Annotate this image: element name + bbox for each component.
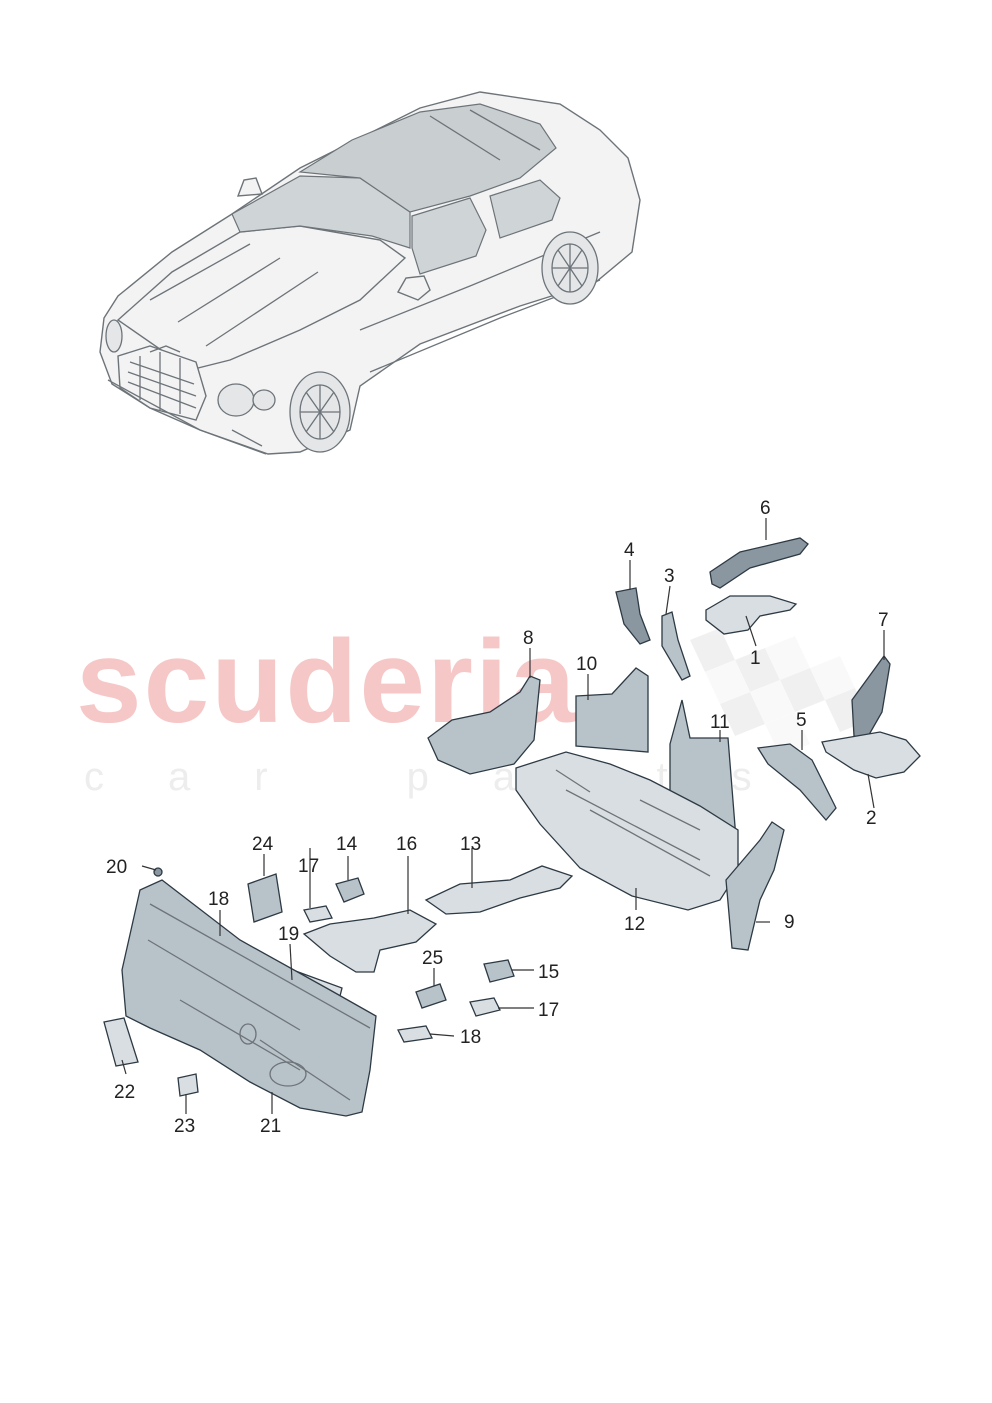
part-21[interactable] xyxy=(121,879,377,1117)
part-24[interactable] xyxy=(247,873,283,923)
callout-2: 2 xyxy=(866,808,877,829)
vehicle-illustration xyxy=(99,91,641,455)
leader-lines xyxy=(121,518,885,1114)
callout-labels: 6 4 3 1 7 8 10 11 5 2 12 9 13 16 14 24 1… xyxy=(106,498,889,1137)
part-14[interactable] xyxy=(335,877,365,903)
callout-16: 16 xyxy=(396,834,417,855)
callout-15: 15 xyxy=(538,962,559,983)
callout-11: 11 xyxy=(710,712,730,733)
part-17-upper[interactable] xyxy=(303,905,333,923)
callout-20: 20 xyxy=(106,857,127,878)
callout-7: 7 xyxy=(878,610,889,631)
part-6[interactable] xyxy=(709,537,809,589)
callout-17-lower: 17 xyxy=(538,1000,559,1021)
part-25[interactable] xyxy=(415,983,447,1009)
callout-5: 5 xyxy=(796,710,807,731)
checkered-flag-icon xyxy=(690,628,870,756)
callout-14: 14 xyxy=(336,834,358,855)
part-22[interactable] xyxy=(103,1017,139,1067)
callout-19: 19 xyxy=(278,924,299,945)
callout-13: 13 xyxy=(460,834,481,855)
callout-12: 12 xyxy=(624,914,645,935)
part-2[interactable] xyxy=(821,731,921,779)
part-8[interactable] xyxy=(427,675,541,775)
callout-25: 25 xyxy=(422,948,443,969)
callout-18-upper: 18 xyxy=(208,889,229,910)
part-13[interactable] xyxy=(424,865,574,915)
callout-9: 9 xyxy=(784,912,795,933)
part-18-lower[interactable] xyxy=(397,1025,433,1043)
callout-18-lower: 18 xyxy=(460,1027,481,1048)
callout-10: 10 xyxy=(576,654,597,675)
callout-1: 1 xyxy=(750,648,761,669)
watermark: scuderia car parts xyxy=(76,616,870,799)
part-10[interactable] xyxy=(575,667,649,753)
callout-22: 22 xyxy=(114,1082,135,1103)
callout-3: 3 xyxy=(664,566,675,587)
parts-group xyxy=(103,537,921,1117)
callout-8: 8 xyxy=(523,628,534,649)
callout-21: 21 xyxy=(260,1116,281,1137)
callout-23: 23 xyxy=(174,1116,195,1137)
part-1[interactable] xyxy=(705,595,798,635)
part-15[interactable] xyxy=(483,959,515,983)
part-3[interactable] xyxy=(661,611,691,681)
part-7[interactable] xyxy=(851,654,891,741)
callout-4: 4 xyxy=(624,540,635,561)
part-23[interactable] xyxy=(177,1073,199,1097)
part-4[interactable] xyxy=(615,587,651,645)
callout-17-upper: 17 xyxy=(298,856,319,877)
callout-6: 6 xyxy=(760,498,771,519)
part-5[interactable] xyxy=(756,743,837,822)
part-9[interactable] xyxy=(725,821,785,951)
callout-24: 24 xyxy=(252,834,274,855)
part-17-lower[interactable] xyxy=(469,997,501,1017)
part-16[interactable] xyxy=(302,909,438,973)
